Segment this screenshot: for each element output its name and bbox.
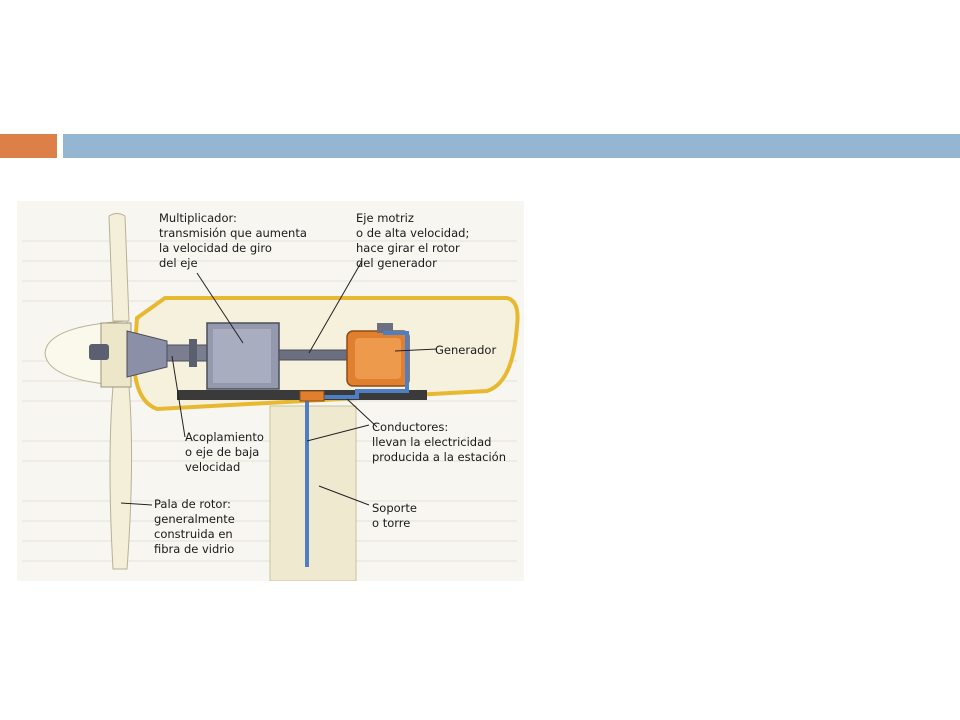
title-bar-accent (0, 134, 57, 158)
wind-turbine-svg: Multiplicador: transmisión que aumenta l… (17, 201, 524, 581)
rotor-blade-top (108, 213, 130, 322)
conductor-junction (299, 390, 325, 402)
label-pala-rotor: Pala de rotor: generalmente construida e… (154, 497, 239, 556)
shaft-flange (189, 339, 197, 367)
wind-turbine-diagram: Multiplicador: transmisión que aumenta l… (17, 201, 524, 581)
label-soporte: Soporte o torre (372, 501, 421, 530)
gearbox-face (213, 329, 271, 383)
tower (269, 405, 357, 581)
rotor-blade-bottom (109, 385, 133, 570)
label-eje-motriz: Eje motriz o de alta velocidad; hace gir… (356, 211, 473, 270)
label-conductores: Conductores: llevan la electricidad prod… (372, 420, 506, 464)
shaft-tip (89, 344, 109, 360)
label-acoplamiento: Acoplamiento o eje de baja velocidad (185, 430, 268, 474)
label-multiplicador: Multiplicador: transmisión que aumenta l… (159, 211, 311, 270)
generator-body (355, 338, 401, 379)
high-speed-shaft (278, 349, 348, 361)
low-speed-coupling (126, 330, 168, 378)
low-speed-shaft (166, 344, 208, 362)
label-generador: Generador (435, 343, 496, 357)
title-bar (63, 134, 960, 158)
generator-terminal (377, 323, 393, 333)
leader-lines (120, 260, 438, 506)
